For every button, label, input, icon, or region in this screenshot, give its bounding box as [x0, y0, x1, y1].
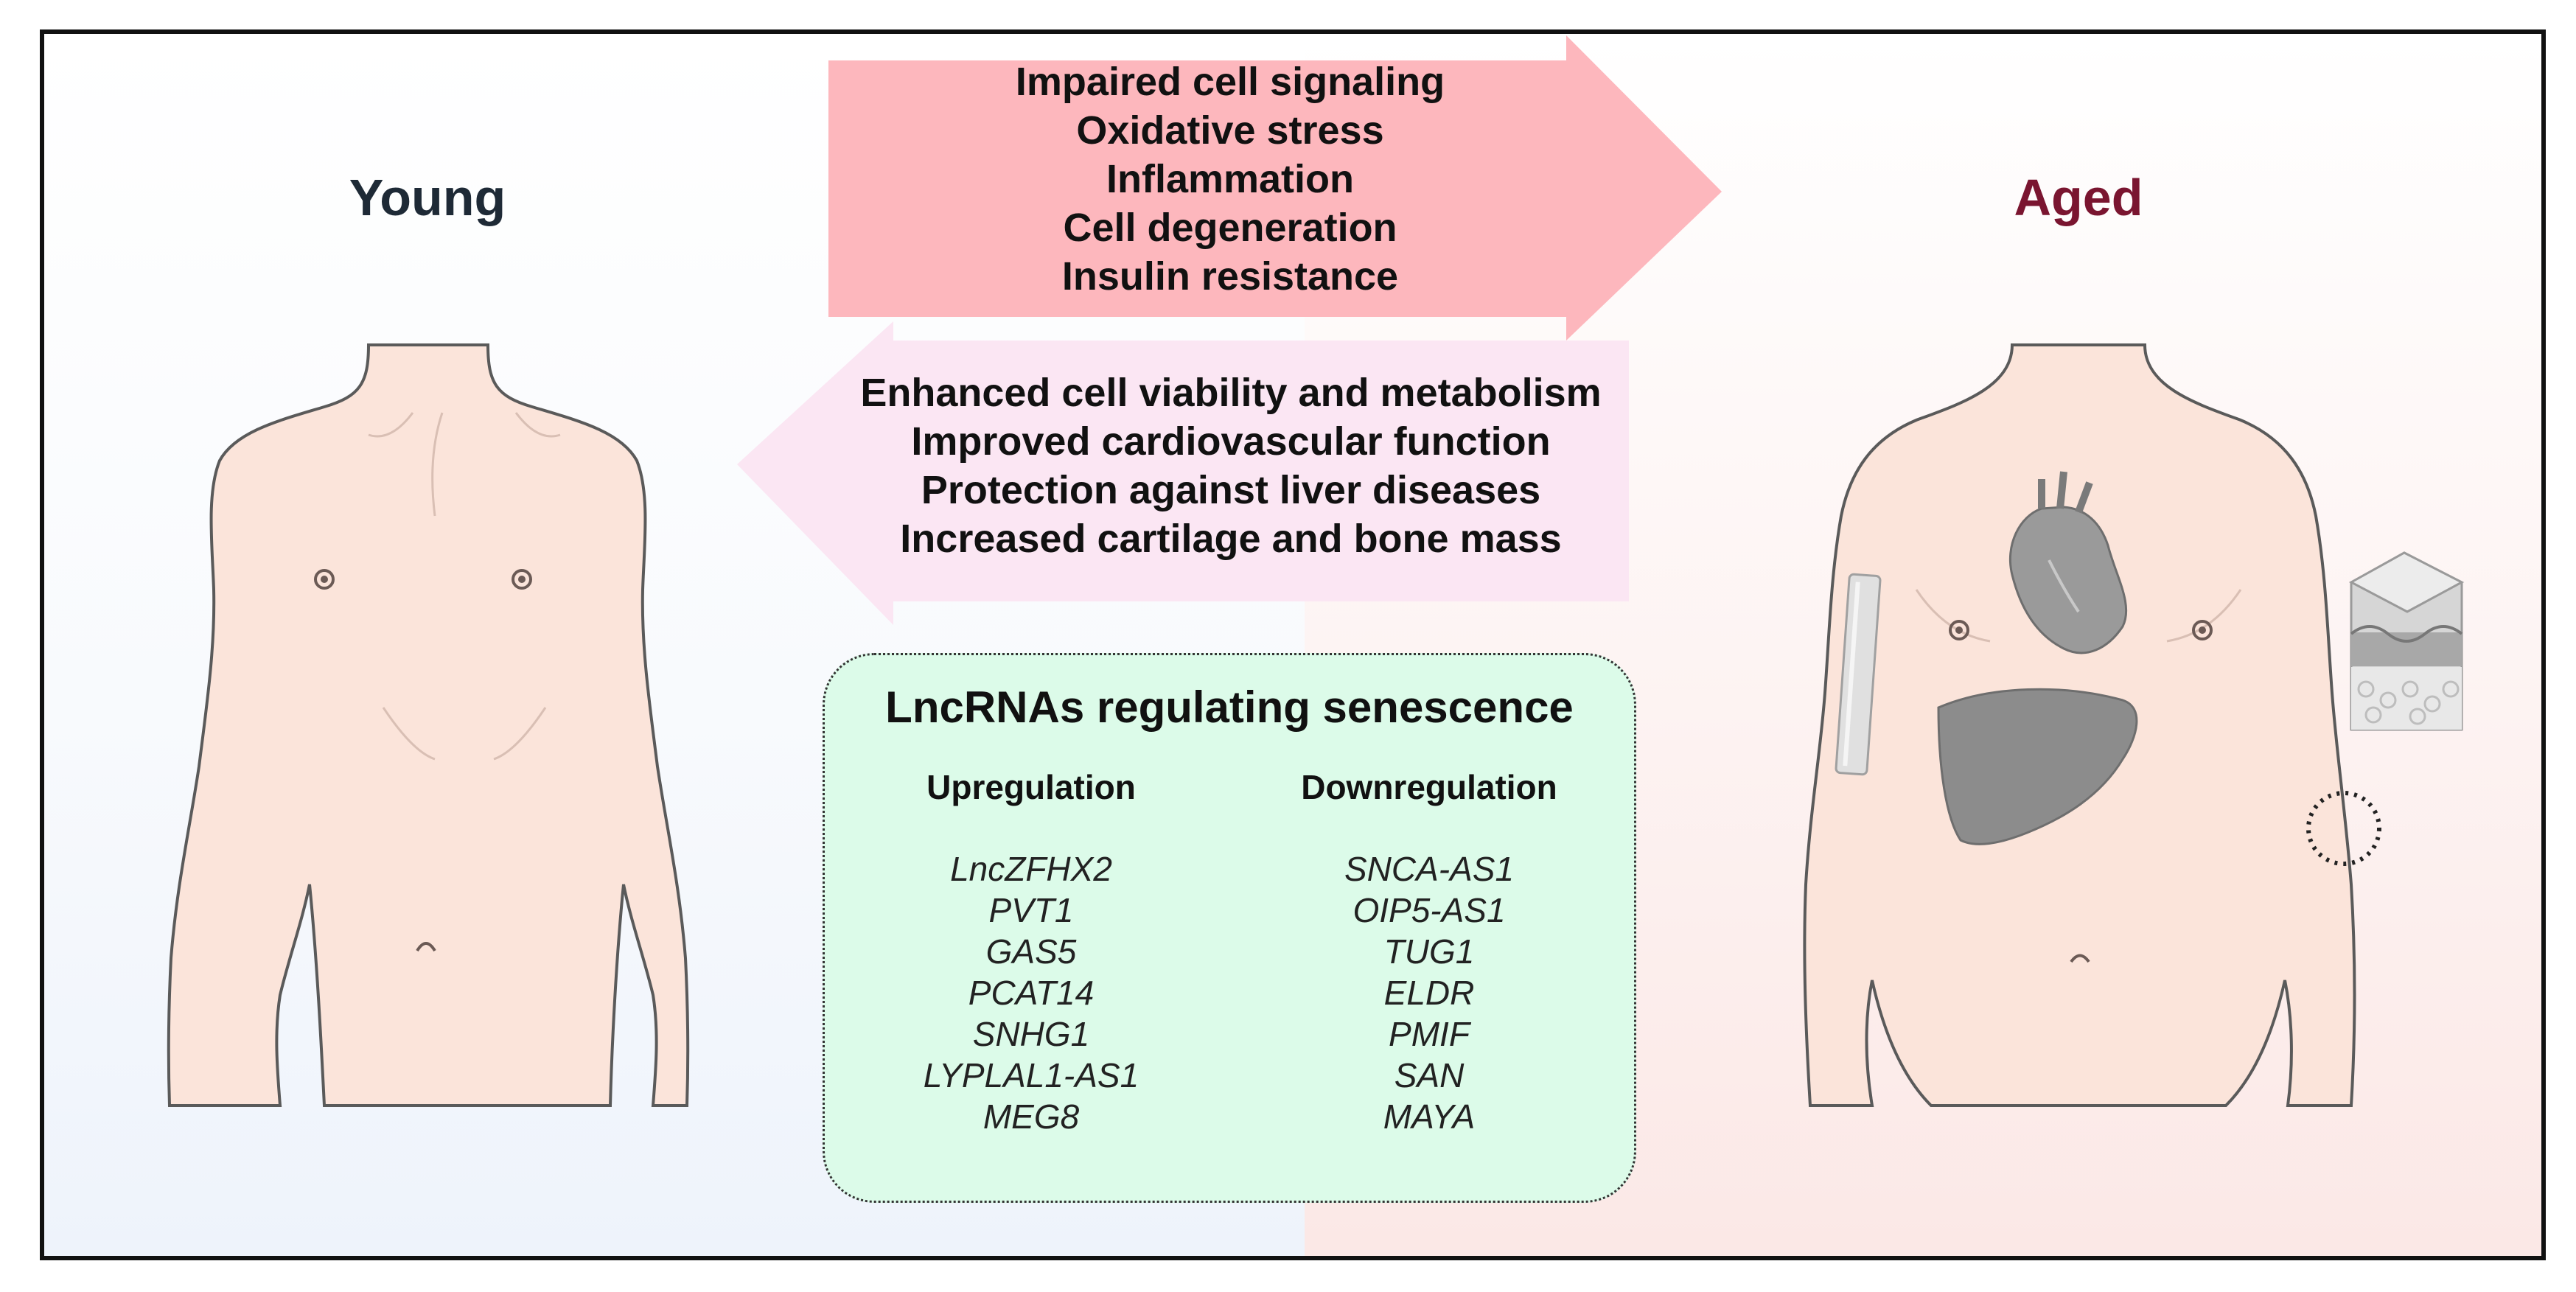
rejuvenation-effect-item: Increased cartilage and bone mass	[900, 517, 1562, 561]
young-nipples	[314, 569, 532, 590]
bone-icon	[1835, 573, 1882, 776]
aging-arrow	[828, 35, 1722, 341]
rejuvenation-effect-item: Enhanced cell viability and metabolism	[860, 371, 1602, 415]
downregulation-column: Downregulation SNCA-AS1 OIP5-AS1 TUG1 EL…	[1252, 767, 1606, 1137]
gene-item: PVT1	[988, 891, 1074, 929]
liver-icon	[1937, 688, 2138, 845]
aging-factor-item: Impaired cell signaling	[1015, 60, 1445, 104]
gene-item: PCAT14	[968, 974, 1095, 1012]
joint-circle-icon	[2306, 791, 2381, 866]
aging-factor-item: Insulin resistance	[1061, 254, 1399, 298]
gene-item: ELDR	[1383, 974, 1475, 1012]
skin-tissue-icon	[2348, 551, 2465, 731]
young-navel	[416, 942, 436, 952]
gene-item: MAYA	[1383, 1097, 1476, 1136]
gene-item: SNCA-AS1	[1344, 850, 1515, 888]
gene-item: TUG1	[1383, 932, 1475, 971]
young-label: Young	[349, 169, 506, 226]
downregulation-heading: Downregulation	[1301, 768, 1557, 806]
gene-item: PMIF	[1389, 1015, 1470, 1053]
lncrna-box-title: LncRNAs regulating senescence	[885, 682, 1574, 732]
upregulation-heading: Upregulation	[926, 768, 1136, 806]
rejuvenation-arrow	[737, 321, 1629, 625]
upregulation-column: Upregulation LncZFHX2 PVT1 GAS5 PCAT14 S…	[854, 767, 1208, 1137]
heart-icon	[2008, 471, 2128, 654]
young-body	[167, 343, 690, 1107]
gene-item: SNHG1	[972, 1015, 1090, 1053]
gene-item: SAN	[1394, 1056, 1465, 1094]
gene-item: MEG8	[982, 1097, 1080, 1136]
rejuvenation-effect-item: Improved cardiovascular function	[911, 419, 1551, 464]
rejuvenation-effect-item: Protection against liver diseases	[921, 468, 1541, 512]
aging-factor-item: Cell degeneration	[1063, 206, 1397, 250]
aged-nipples	[1949, 620, 2213, 640]
gene-item: GAS5	[985, 932, 1077, 971]
aging-factor-item: Inflammation	[1106, 157, 1355, 201]
rejuvenation-effects-list: Enhanced cell viability and metabolism I…	[811, 369, 1651, 563]
gene-item: LncZFHX2	[950, 850, 1112, 888]
aging-factor-item: Oxidative stress	[1076, 108, 1384, 153]
gene-item: OIP5-AS1	[1352, 891, 1506, 929]
aged-navel	[2070, 954, 2090, 963]
gene-item: LYPLAL1-AS1	[923, 1056, 1139, 1094]
lncrna-box: LncRNAs regulating senescence Upregulati…	[823, 653, 1636, 1203]
aged-label: Aged	[2014, 169, 2143, 226]
aging-factors-list: Impaired cell signaling Oxidative stress…	[828, 57, 1632, 301]
